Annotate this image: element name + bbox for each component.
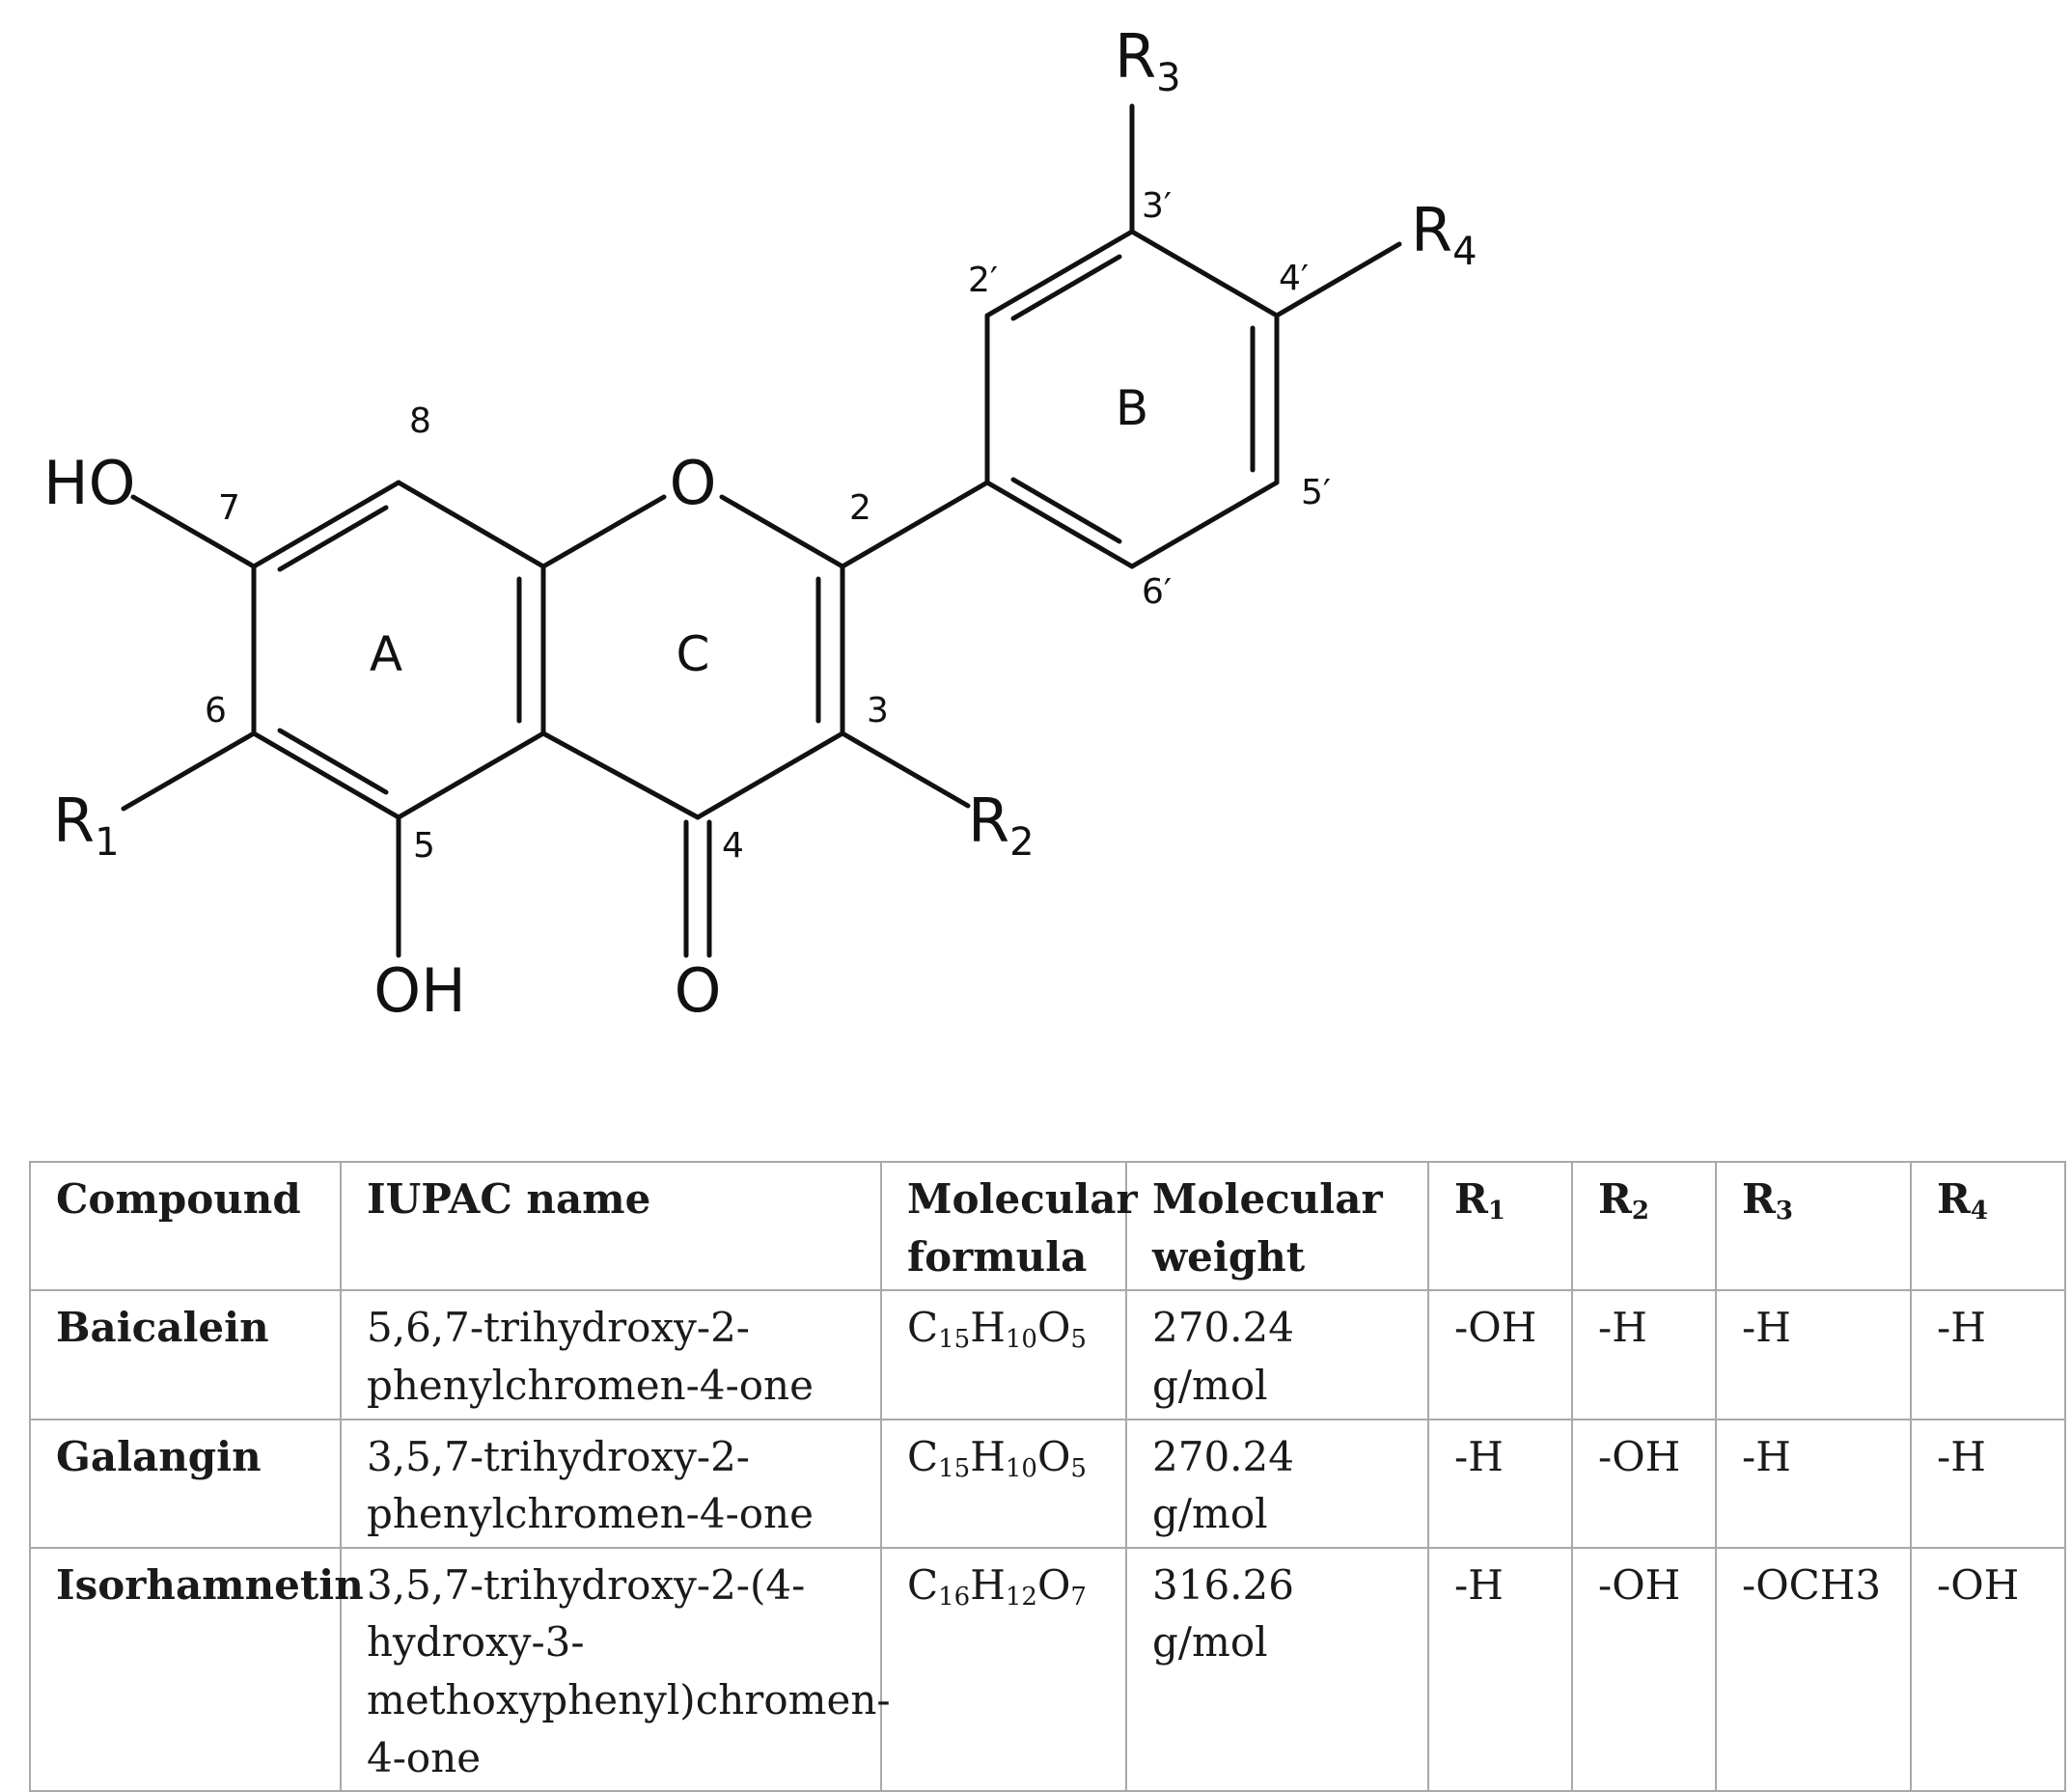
bond xyxy=(277,728,389,795)
header-r2: R2 xyxy=(1571,1160,1717,1292)
table-row: Baicalein 5,6,7-trihydroxy-2-phenylchrom… xyxy=(29,1289,2066,1420)
r2-cell: -OH xyxy=(1571,1546,1717,1792)
compound-name-cell: Baicalein xyxy=(29,1289,342,1420)
bond xyxy=(121,731,257,812)
bond xyxy=(840,480,990,569)
compound-table: Compound IUPAC name Molecular formula Mo… xyxy=(29,1160,2066,1792)
position-7-label: 7 xyxy=(218,488,240,528)
position-3-prime-label: 3′ xyxy=(1142,186,1172,226)
ring-oxygen-label: O xyxy=(670,448,717,518)
hydroxyl-7-label: HO xyxy=(43,448,135,518)
substituent-r4-label: R4 xyxy=(1411,195,1477,274)
r4-cell: -H xyxy=(1910,1418,2066,1549)
bond xyxy=(277,505,389,572)
header-compound: Compound xyxy=(29,1160,342,1292)
header-iupac-name: IUPAC name xyxy=(340,1160,882,1292)
position-2-label: 2 xyxy=(849,488,871,528)
r2-cell: -H xyxy=(1571,1289,1717,1420)
table-row: Galangin 3,5,7-trihydroxy-2-phenylchrome… xyxy=(29,1418,2066,1549)
bond xyxy=(130,494,257,569)
compound-name-cell: Galangin xyxy=(29,1418,342,1549)
r1-cell: -OH xyxy=(1427,1289,1573,1420)
r2-cell: -OH xyxy=(1571,1418,1717,1549)
position-8-label: 8 xyxy=(409,401,431,441)
position-5-prime-label: 5′ xyxy=(1301,473,1331,512)
position-4-prime-label: 4′ xyxy=(1279,259,1309,298)
r4-cell: -H xyxy=(1910,1289,2066,1420)
bond xyxy=(1129,229,1280,318)
header-r3: R3 xyxy=(1715,1160,1912,1292)
position-6-label: 6 xyxy=(205,691,227,731)
flavone-structure-diagram: O O HO OH R1 R2 R3 R4 A C B 2 3 4 5 6 7 … xyxy=(43,21,1477,1026)
substituent-r3-label: R3 xyxy=(1115,21,1181,100)
r3-cell: -H xyxy=(1715,1289,1912,1420)
r1-cell: -H xyxy=(1427,1418,1573,1549)
bond xyxy=(251,480,401,569)
substituent-r2-label: R2 xyxy=(968,786,1035,865)
r3-cell: -OCH3 xyxy=(1715,1546,1912,1792)
molecular-weight-cell: 270.24 g/mol xyxy=(1125,1289,1429,1420)
bond xyxy=(540,731,701,820)
r4-cell: -OH xyxy=(1910,1546,2066,1792)
iupac-name-cell: 3,5,7-trihydroxy-2-(4-hydroxy-3-methoxyp… xyxy=(340,1546,891,1792)
table-row: Isorhamnetin 3,5,7-trihydroxy-2-(4-hydro… xyxy=(29,1546,2066,1792)
header-molecular-weight: Molecular weight xyxy=(1125,1160,1429,1292)
hydroxyl-5-label: OH xyxy=(373,955,465,1026)
table-header-row: Compound IUPAC name Molecular formula Mo… xyxy=(29,1160,2066,1292)
bond xyxy=(251,731,401,820)
iupac-name-cell: 3,5,7-trihydroxy-2-phenylchromen-4-one xyxy=(340,1418,882,1549)
molecular-weight-cell: 316.26 g/mol xyxy=(1125,1546,1429,1792)
ring-b-label: B xyxy=(1116,380,1148,436)
position-3-label: 3 xyxy=(867,691,889,731)
bond xyxy=(695,731,845,820)
r1-cell: -H xyxy=(1427,1546,1573,1792)
ring-a-label: A xyxy=(370,626,402,682)
bond xyxy=(396,731,546,820)
bond xyxy=(840,731,971,809)
molecular-formula-cell: C16H12O7 xyxy=(880,1546,1127,1792)
carbonyl-oxygen-label: O xyxy=(675,955,722,1026)
ring-c-label: C xyxy=(677,626,710,682)
header-r1: R1 xyxy=(1427,1160,1573,1292)
bond xyxy=(1129,480,1280,569)
molecular-formula-cell: C15H10O5 xyxy=(880,1289,1127,1420)
iupac-name-cell: 5,6,7-trihydroxy-2-phenylchromen-4-one xyxy=(340,1289,882,1420)
header-molecular-formula: Molecular formula xyxy=(880,1160,1138,1292)
bond xyxy=(1274,241,1402,318)
bond xyxy=(540,494,667,569)
bond xyxy=(984,229,1135,318)
bond-lines xyxy=(121,103,1402,958)
bond xyxy=(1010,254,1122,321)
header-r4: R4 xyxy=(1910,1160,2066,1292)
bond xyxy=(396,480,546,569)
compound-name-cell: Isorhamnetin xyxy=(29,1546,364,1792)
bond xyxy=(1010,477,1122,544)
bond xyxy=(719,494,845,569)
substituent-r1-label: R1 xyxy=(53,786,120,865)
molecular-weight-cell: 270.24 g/mol xyxy=(1125,1418,1429,1549)
bond xyxy=(984,480,1135,569)
position-5-label: 5 xyxy=(413,826,435,866)
position-6-prime-label: 6′ xyxy=(1142,572,1172,612)
position-2-prime-label: 2′ xyxy=(968,261,998,300)
r3-cell: -H xyxy=(1715,1418,1912,1549)
molecular-formula-cell: C15H10O5 xyxy=(880,1418,1127,1549)
position-4-label: 4 xyxy=(722,826,744,866)
